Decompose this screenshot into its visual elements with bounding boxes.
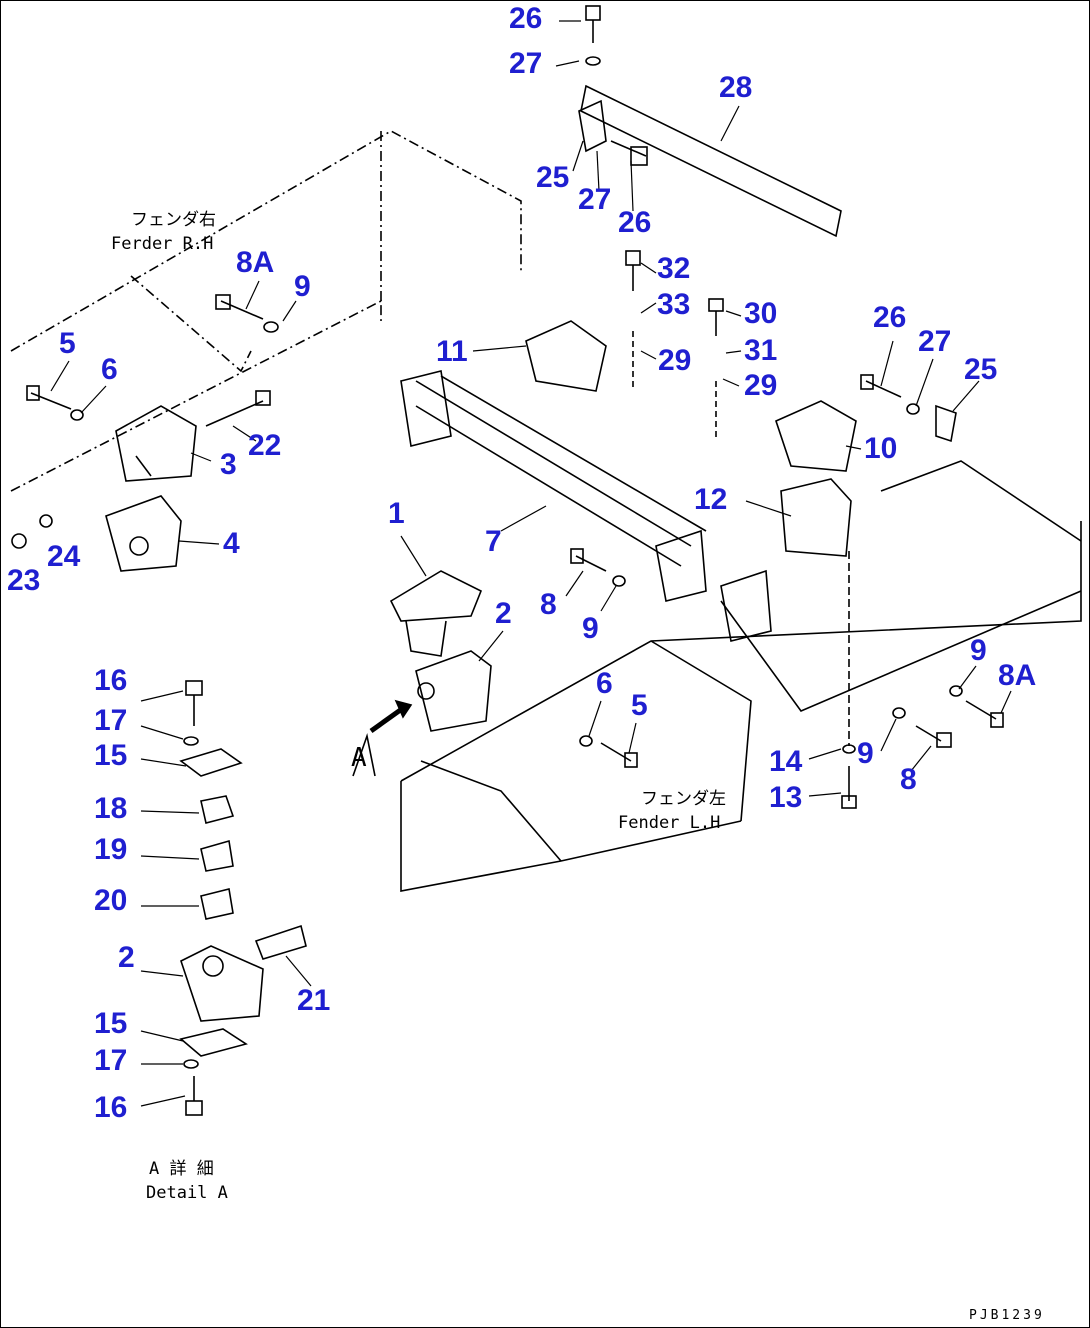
callout-12: 12 — [694, 483, 728, 516]
detail-a-label-jp: A 詳 細 — [149, 1159, 214, 1179]
callout-6: 6 — [101, 353, 118, 386]
callout-11: 11 — [436, 335, 468, 368]
fender-lh-label-en: Fender L.H — [618, 813, 721, 833]
fender-rh-outline — [10, 130, 522, 492]
callout-32: 32 — [657, 252, 691, 285]
callout-8a: 8A — [236, 246, 275, 279]
callout-3: 3 — [220, 448, 237, 481]
callout-8: 8 — [900, 763, 917, 796]
mount-block-4 — [105, 495, 182, 572]
callout-8: 8 — [540, 588, 557, 621]
callout-15: 15 — [94, 1007, 128, 1040]
callout-25: 25 — [964, 353, 998, 386]
callout-2: 2 — [118, 941, 135, 974]
callout-9: 9 — [857, 737, 874, 770]
callout-29: 29 — [658, 344, 692, 377]
stay-28 — [580, 84, 842, 238]
callout-27: 27 — [509, 47, 543, 80]
callout-15: 15 — [94, 739, 128, 772]
view-arrow-label: A — [351, 743, 367, 773]
callout-28: 28 — [719, 71, 753, 104]
callout-26: 26 — [618, 206, 652, 239]
drawing-code: PJB1239 — [969, 1308, 1045, 1323]
callout-13: 13 — [769, 781, 803, 814]
callout-29: 29 — [744, 369, 778, 402]
callout-25: 25 — [536, 161, 570, 194]
callout-18: 18 — [94, 792, 128, 825]
callout-17: 17 — [94, 1044, 128, 1077]
callout-27: 27 — [578, 183, 612, 216]
callout-17: 17 — [94, 704, 128, 737]
cross-tube — [400, 370, 772, 642]
callout-33: 33 — [657, 288, 691, 321]
block-12 — [780, 478, 852, 557]
fender-rh-label-en: Ferder R.H — [111, 234, 214, 254]
bracket-10 — [775, 400, 857, 472]
callout-30: 30 — [744, 297, 778, 330]
callout-23: 23 — [7, 564, 41, 597]
fender-rh-label-jp: フェンダ右 — [131, 210, 216, 230]
detail-a-parts — [179, 680, 307, 1116]
detail-a-label-en: Detail A — [146, 1183, 228, 1203]
callout-31: 31 — [744, 334, 778, 367]
fasteners — [11, 5, 1004, 809]
callout-2: 2 — [495, 597, 512, 630]
callout-20: 20 — [94, 884, 128, 917]
fender-lh-outline — [400, 460, 1082, 892]
view-a-arrow — [352, 699, 413, 777]
block-2-center — [415, 650, 492, 732]
callout-14: 14 — [769, 745, 803, 778]
callout-21: 21 — [297, 984, 331, 1017]
callout-1: 1 — [388, 497, 405, 530]
fender-lh-label-jp: フェンダ左 — [641, 789, 726, 809]
callout-9: 9 — [294, 270, 311, 303]
callout-19: 19 — [94, 833, 128, 866]
callout-27: 27 — [918, 325, 952, 358]
leader-lines — [50, 20, 1012, 1107]
callout-22: 22 — [248, 429, 282, 462]
callout-8a: 8A — [998, 659, 1037, 692]
callout-5: 5 — [631, 689, 648, 722]
bracket-11 — [525, 320, 607, 392]
callout-5: 5 — [59, 327, 76, 360]
bracket-3 — [115, 405, 197, 482]
callout-6: 6 — [596, 667, 613, 700]
callout-16: 16 — [94, 1091, 128, 1124]
callout-9: 9 — [970, 634, 987, 667]
callout-10: 10 — [864, 432, 898, 465]
callout-26: 26 — [509, 2, 543, 35]
callout-7: 7 — [485, 525, 502, 558]
callout-9: 9 — [582, 612, 599, 645]
callout-16: 16 — [94, 664, 128, 697]
callout-4: 4 — [223, 527, 240, 560]
callout-26: 26 — [873, 301, 907, 334]
bracket-1 — [389, 570, 483, 657]
callout-24: 24 — [47, 540, 81, 573]
